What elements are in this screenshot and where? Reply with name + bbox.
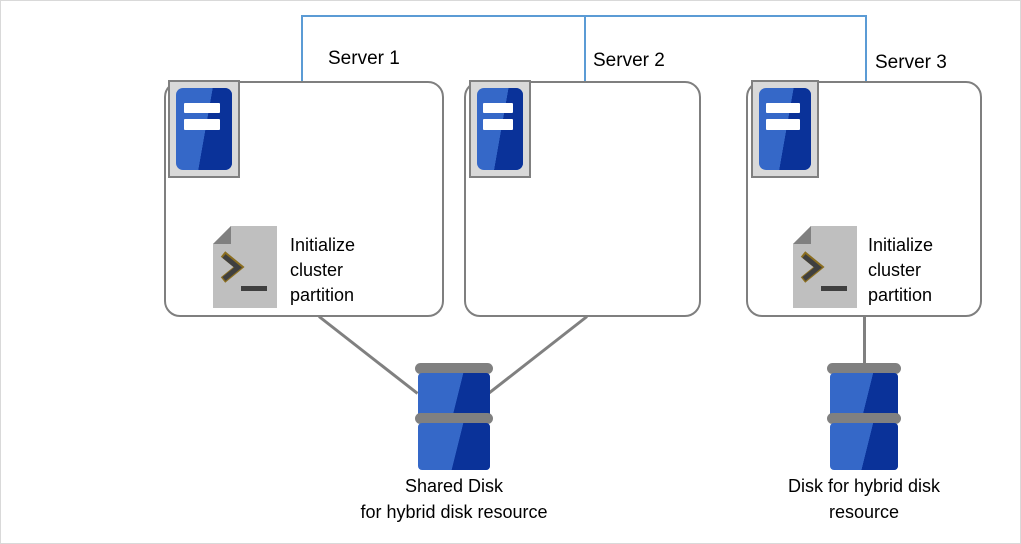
- cluster-bracket-right-drop: [865, 15, 867, 81]
- shared-disk-stack-icon: [415, 363, 493, 470]
- server-2-label: Server 2: [593, 50, 665, 71]
- machine-icon-bar-bottom: [483, 119, 513, 130]
- disk-plate-top: [415, 363, 493, 374]
- connector-server1-to-shared-disk: [318, 315, 419, 395]
- disk-slab-upper: [418, 373, 490, 420]
- server-3-script-text: Initialize cluster partition: [868, 235, 934, 305]
- hybrid-disk-stack-icon: [827, 363, 901, 470]
- connector-server3-to-disk: [863, 317, 866, 371]
- disk-slab-shade: [418, 373, 490, 420]
- disk-slab-lower: [830, 423, 898, 470]
- machine-icon-bar-bottom: [766, 119, 800, 130]
- machine-icon-bar-top: [766, 102, 800, 114]
- machine-icon-body: [477, 88, 523, 170]
- connector-server2-to-shared-disk: [487, 315, 588, 395]
- machine-icon-bar-bottom: [183, 119, 220, 130]
- server-1-script-terminal-icon: [213, 226, 277, 308]
- cluster-bracket-middle-drop: [584, 15, 586, 81]
- disk-plate-top: [827, 363, 901, 374]
- server-2-machine-icon: [469, 80, 531, 178]
- machine-icon-bar-top: [483, 102, 513, 114]
- server-3-label: Server 3: [875, 52, 947, 73]
- hybrid-disk-caption: Disk for hybrid disk resource: [787, 476, 941, 522]
- disk-slab-lower: [418, 423, 490, 470]
- server-1-machine-icon: [168, 80, 240, 178]
- server-1-label: Server 1: [328, 48, 400, 69]
- shared-disk-caption: Shared Disk for hybrid disk resource: [360, 476, 548, 522]
- machine-icon-body: [176, 88, 232, 170]
- disk-plate-middle: [415, 413, 493, 424]
- server-3-machine-icon: [751, 80, 819, 178]
- machine-icon-bar-top: [183, 102, 220, 114]
- disk-slab-shade: [418, 423, 490, 470]
- cluster-bracket-left-drop: [301, 15, 303, 81]
- server-3-script-terminal-icon: [793, 226, 857, 308]
- disk-slab-upper: [830, 373, 898, 420]
- machine-icon-body: [759, 88, 811, 170]
- disk-slab-shade: [830, 423, 898, 470]
- disk-slab-shade: [830, 373, 898, 420]
- disk-plate-middle: [827, 413, 901, 424]
- server-1-script-text: Initialize cluster partition: [290, 235, 356, 305]
